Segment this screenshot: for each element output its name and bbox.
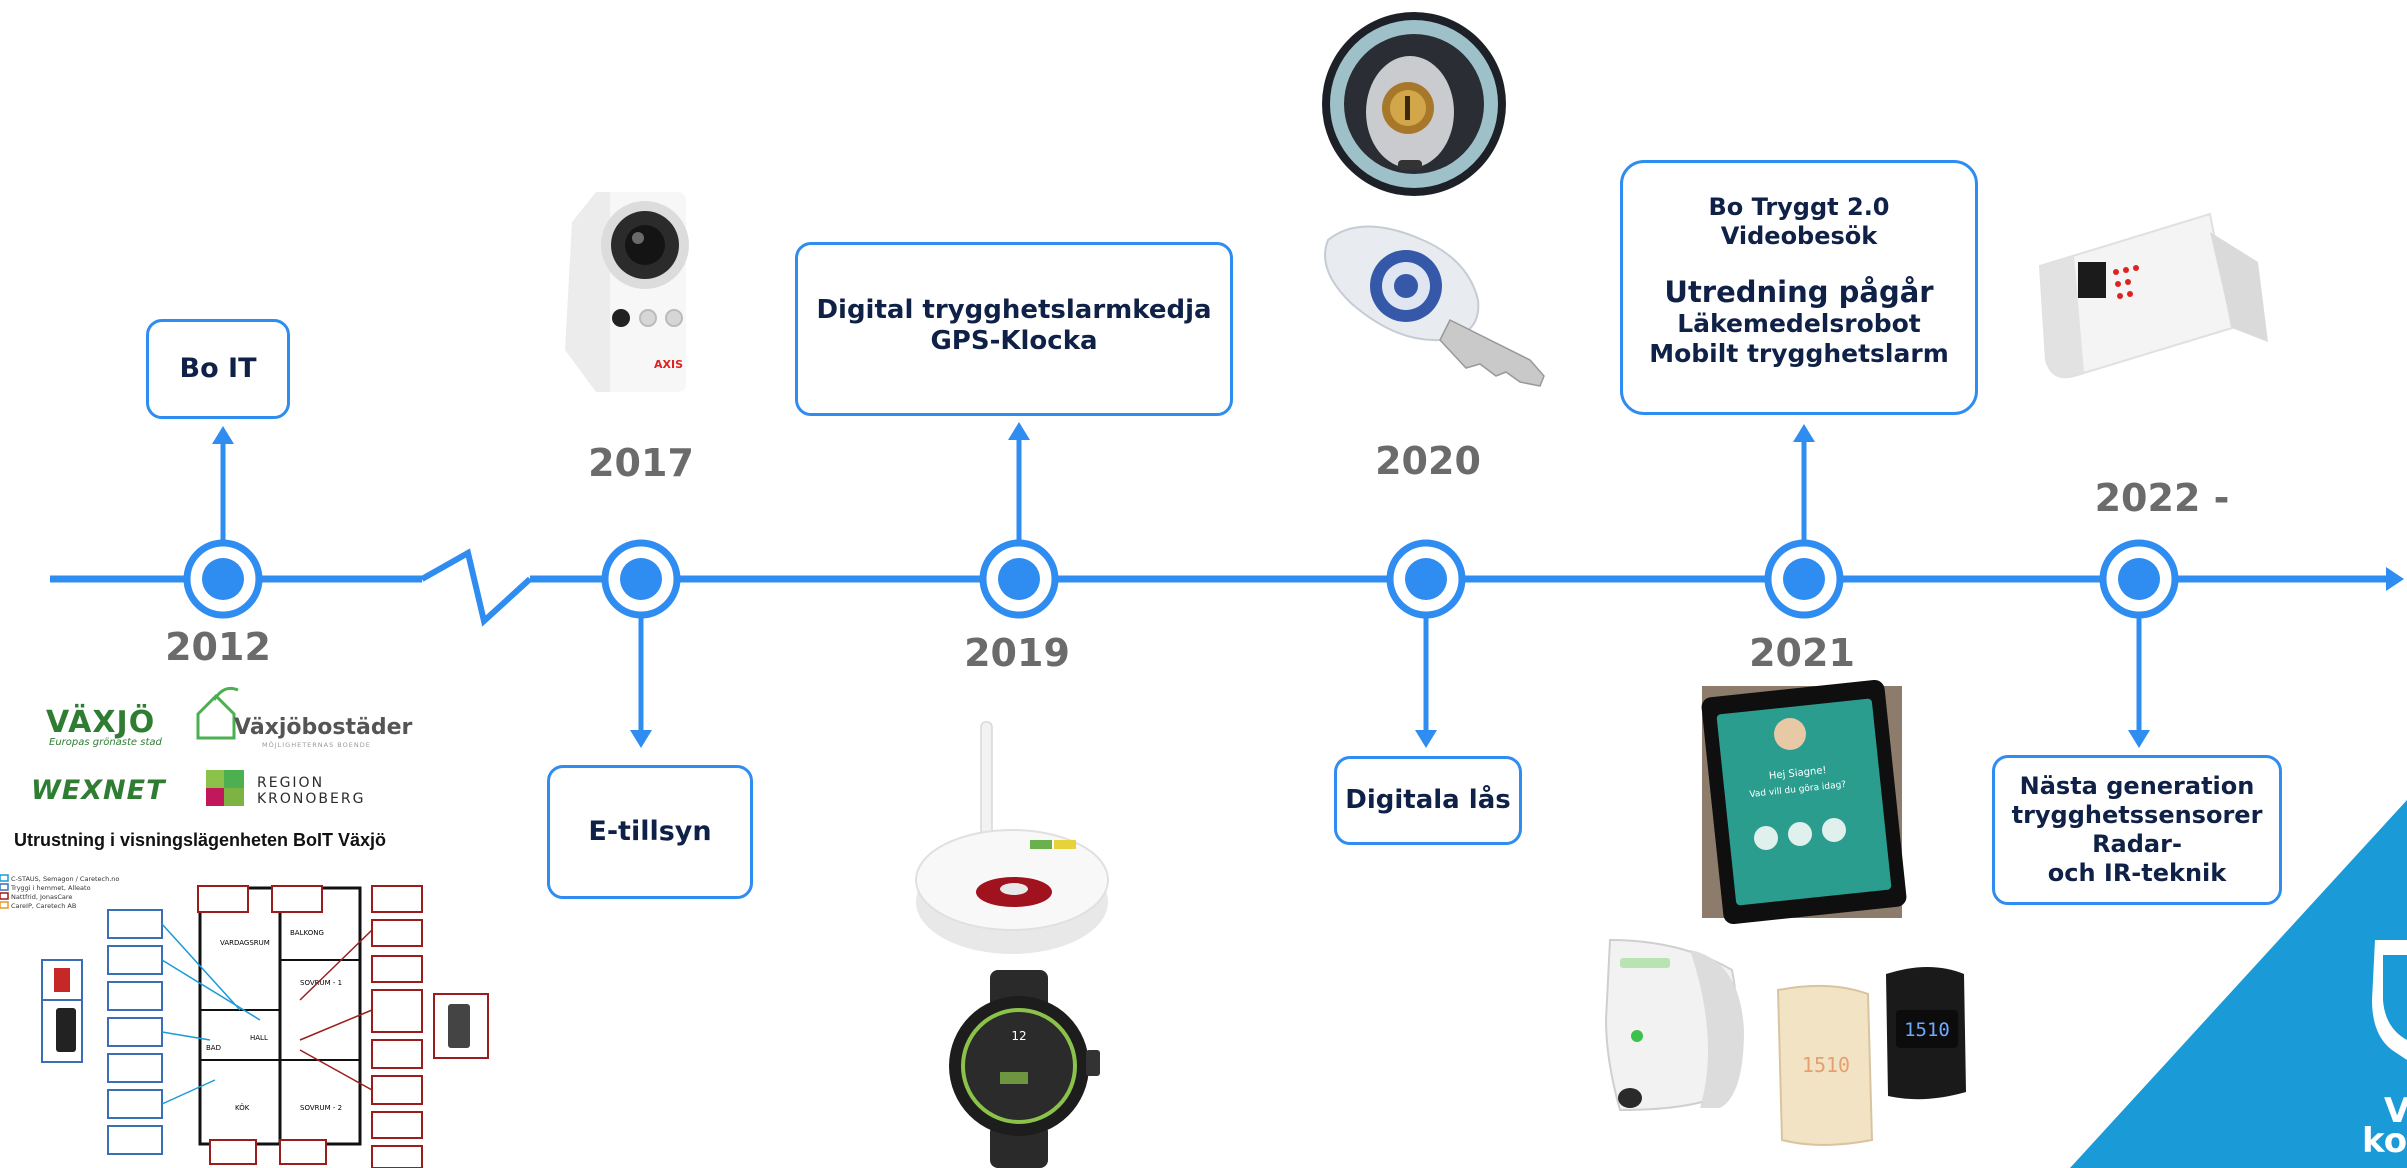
wristband-black-image: 1510 [1886, 967, 1966, 1100]
graphic-text: Tryggi i hemmet, Alleato [10, 884, 91, 892]
graphic-text: SOVRUM - 1 [300, 979, 342, 987]
node-2019 [979, 539, 1059, 619]
corner-text-2: kon [2362, 1121, 2407, 1161]
box-bo-tryggt: Bo Tryggt 2.0 Videobesök Utredning pågår… [1620, 160, 1978, 415]
vaxjobostader-logo: Växjöbostäder [234, 715, 413, 740]
graphic-text: KÖK [235, 1103, 250, 1112]
region-kronoberg-line-2: KRONOBERG [257, 791, 366, 807]
box-bo-tryggt-line-2: Videobesök [1720, 221, 1878, 250]
box-nasta-line-1: Nästa generation [2019, 772, 2255, 801]
graphic-text: AXIS [654, 358, 683, 371]
box-bo-it-label: Bo IT [179, 352, 257, 384]
box-digital-trygghetslarm: Digital trygghetslarmkedja GPS-Klocka [795, 242, 1233, 416]
lock-image [1322, 12, 1506, 196]
year-2022: 2022 - [2094, 476, 2230, 520]
box-digital-line-2: GPS-Klocka [930, 326, 1098, 357]
axis-break [420, 548, 533, 627]
graphic-text: BALKONG [290, 929, 324, 937]
box-bo-tryggt-line-1: Bo Tryggt 2.0 [1708, 193, 1890, 221]
box-digitala-las: Digitala lås [1334, 756, 1522, 845]
graphic-text: C-STAUS, Semagon / Caretech.no [11, 875, 119, 883]
camera-image: AXIS [565, 192, 689, 392]
box-bo-tryggt-line-3: Utredning pågår [1664, 274, 1934, 309]
vaxjo-tagline: Europas grönaste stad [49, 737, 162, 748]
node-2012 [183, 539, 263, 619]
crest-icon [2372, 940, 2407, 1060]
year-2012: 2012 [165, 625, 271, 669]
graphic-text: Nattfrid, JonasCare [11, 893, 72, 901]
node-2017 [601, 539, 681, 619]
box-nasta-line-4: och IR-teknik [2047, 858, 2227, 887]
tablet-image: Hej Siagne! Vad vill du göra idag? [1701, 679, 1907, 925]
region-kronoberg-line-1: REGION [257, 775, 325, 791]
svg-text:12: 12 [1011, 1029, 1026, 1043]
box-e-tillsyn: E-tillsyn [547, 765, 753, 899]
box-nasta-line-2: trygghetssensorer [2011, 801, 2263, 830]
axis-arrow-head [2386, 567, 2404, 591]
graphic-text: 1510 [1802, 1053, 1850, 1077]
sensor-image [2038, 212, 2268, 379]
graphic-text: BAD [206, 1044, 221, 1052]
graphic-text: CareIP, Caretech AB [11, 902, 76, 910]
vaxjobostader-tagline: MÖJLIGHETERNAS BOENDE [262, 741, 371, 749]
key-tag-image [1324, 225, 1545, 387]
alarm-base-image [915, 721, 1109, 954]
graphic-text: HALL [250, 1034, 268, 1042]
vaxjo-logo: VÄXJÖ [46, 705, 156, 740]
vaxjobostader-logo-icon [196, 686, 239, 740]
wristband-white-image: 1510 [1776, 984, 1874, 1146]
box-bo-tryggt-line-4: Läkemedelsrobot [1677, 309, 1921, 339]
floorplan-title: Utrustning i visningslägenheten BoIT Väx… [14, 830, 387, 850]
graphic-text: VARDAGSRUM [220, 939, 270, 947]
box-e-tillsyn-label: E-tillsyn [588, 815, 712, 847]
box-bo-it: Bo IT [146, 319, 290, 419]
floorplan-legend-swatches [0, 874, 9, 909]
wexnet-logo: WEXNET [31, 775, 166, 806]
floorplan-image: VARDAGSRUM BALKONG SOVRUM - 1 KÖK SOVRUM… [41, 885, 489, 1168]
box-digitala-las-label: Digitala lås [1345, 784, 1511, 815]
box-digital-line-1: Digital trygghetslarmkedja [816, 295, 1212, 325]
corner-brand-shape [2070, 800, 2407, 1168]
region-kronoberg-logo-icon [206, 770, 244, 806]
box-nasta-generation: Nästa generation trygghetssensorer Radar… [1992, 755, 2282, 905]
node-2021 [1764, 539, 1844, 619]
year-2020: 2020 [1375, 439, 1481, 483]
year-2019: 2019 [964, 631, 1070, 675]
gps-watch-image: 12 [949, 970, 1100, 1168]
box-nasta-line-3: Radar- [2092, 830, 2182, 858]
graphic-text: 1510 [1904, 1019, 1950, 1041]
corner-text-1: Vä [2384, 1091, 2407, 1131]
box-bo-tryggt-line-5: Mobilt trygghetslarm [1649, 339, 1949, 369]
year-2017: 2017 [588, 441, 694, 485]
node-2022 [2099, 539, 2179, 619]
node-2020 [1386, 539, 1466, 619]
medication-robot-image [1604, 938, 1744, 1112]
graphic-text: SOVRUM - 2 [300, 1104, 342, 1112]
year-2021: 2021 [1749, 631, 1855, 675]
